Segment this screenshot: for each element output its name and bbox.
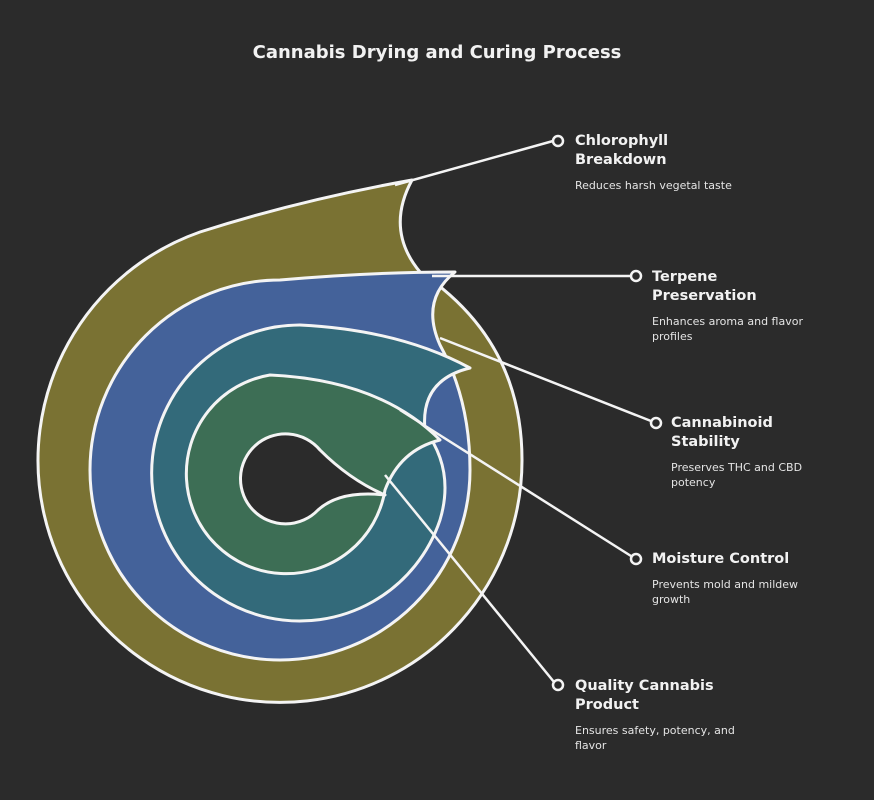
node-chlorophyll xyxy=(551,134,565,148)
stage-terpene: Terpene Preservation Enhances aroma and … xyxy=(652,268,812,344)
connector-cannabinoid xyxy=(439,336,652,423)
stage-title: Chlorophyll Breakdown xyxy=(575,133,669,168)
node-quality xyxy=(551,678,565,692)
connector-chlorophyll xyxy=(394,139,554,187)
stage-cannabinoid: Cannabinoid Stability Preserves THC and … xyxy=(671,414,831,490)
stage-chlorophyll: Chlorophyll Breakdown Reduces harsh vege… xyxy=(575,132,735,193)
layer-core xyxy=(239,432,387,526)
stage-title: Moisture Control xyxy=(652,551,790,567)
stage-description: Preserves THC and CBD potency xyxy=(671,461,803,489)
stage-description: Reduces harsh vegetal taste xyxy=(575,179,732,192)
stage-description: Ensures safety, potency, and flavor xyxy=(575,724,735,752)
stage-title: Terpene Preservation xyxy=(652,269,757,304)
stage-title: Quality Cannabis Product xyxy=(575,678,714,713)
stage-moisture: Moisture Control Prevents mold and milde… xyxy=(652,550,827,607)
stage-description: Enhances aroma and flavor profiles xyxy=(652,315,803,343)
diagram-title: Cannabis Drying and Curing Process xyxy=(252,42,622,63)
connector-quality xyxy=(384,474,555,683)
connector-moisture xyxy=(399,408,632,558)
node-cannabinoid xyxy=(649,416,663,430)
node-terpene xyxy=(629,269,643,283)
stage-quality: Quality Cannabis Product Ensures safety,… xyxy=(575,677,735,753)
node-moisture xyxy=(629,552,643,566)
stage-description: Prevents mold and mildew growth xyxy=(652,578,799,606)
stage-title: Cannabinoid Stability xyxy=(671,415,773,450)
